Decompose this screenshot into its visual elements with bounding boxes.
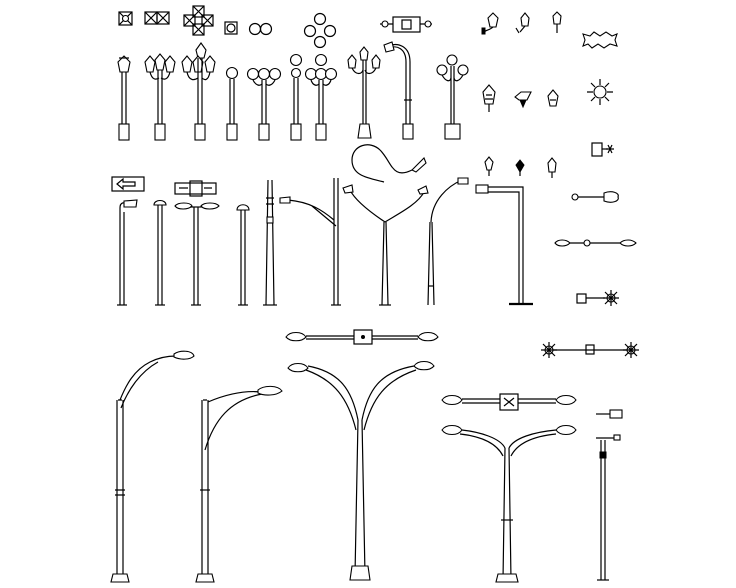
bracket-head-small — [596, 409, 623, 419]
wall-lantern-2 — [515, 12, 530, 34]
small-bracket-lights — [596, 409, 623, 581]
hanging-lantern-3 — [547, 89, 559, 107]
short-arm-pole — [117, 199, 138, 306]
small-lantern-1 — [484, 156, 494, 176]
street-light-poles — [111, 144, 533, 306]
small-lantern-2 — [515, 159, 525, 176]
twin-luminaire-group — [441, 393, 577, 583]
dual-head-plan-top — [285, 329, 439, 345]
box-with-circle-plan-symbol — [224, 21, 238, 35]
curved-arm-pole-right — [427, 177, 469, 306]
curved-arm-post — [383, 41, 414, 140]
triple-lantern-post — [144, 53, 176, 141]
cap-pole — [236, 204, 250, 306]
twin-arm-highway-pole — [441, 424, 577, 583]
gallows-pole — [475, 184, 533, 306]
bracket-arm-highway-pole — [195, 385, 283, 583]
thin-bracket-pole — [596, 434, 621, 581]
twin-head-pole — [174, 202, 220, 306]
double-globe-plan-symbol — [248, 22, 273, 36]
multi-globe-post — [304, 53, 338, 141]
starburst-symbols — [582, 31, 618, 157]
quad-globe-plan-symbol — [303, 12, 337, 49]
tapered-mast — [263, 179, 277, 306]
twin-starburst-plan — [541, 342, 639, 358]
diagonal-arm-pole — [279, 178, 341, 306]
wall-lantern-3 — [552, 11, 562, 33]
top-mount-pole — [153, 199, 167, 306]
plaque-plan-symbol — [380, 16, 432, 33]
hanging-lantern-1 — [482, 84, 496, 112]
cross-square-plan-symbol — [183, 5, 214, 36]
wall-lantern-1 — [481, 12, 499, 35]
wall-lanterns — [481, 11, 562, 178]
single-arm-plan — [571, 191, 619, 203]
dual-arm-highway-lights — [110, 329, 439, 583]
small-lantern-3 — [547, 157, 557, 178]
ornamental-lamp-posts — [117, 41, 469, 141]
scroll-lantern-post — [347, 46, 381, 139]
twin-arm-plan — [554, 239, 637, 247]
plan-symbols — [118, 5, 432, 49]
dual-head-plan-right — [441, 393, 577, 411]
triple-globe-post — [246, 67, 282, 141]
double-bracket-symbol — [174, 180, 217, 197]
twin-globe-post — [436, 54, 469, 140]
plan-view-luminaires — [541, 191, 639, 358]
double-square-plan-symbol — [144, 11, 170, 25]
single-lantern-post — [117, 55, 131, 141]
quad-lantern-post — [181, 42, 216, 141]
single-globe-post — [225, 66, 239, 141]
y-arm-highway-pole — [287, 360, 435, 581]
spiky-plan-symbol — [582, 31, 618, 49]
bracket-arm-plan — [576, 290, 619, 306]
hanging-lantern-2 — [514, 91, 532, 109]
arrow-sign — [111, 176, 145, 192]
single-arm-highway-pole — [110, 350, 195, 583]
wall-bracket-symbol — [591, 142, 614, 157]
tall-globe-post — [289, 53, 303, 141]
single-square-plan-symbol — [118, 11, 133, 26]
loop-arm-pole — [342, 144, 429, 306]
starburst-lamp-symbol — [587, 79, 613, 105]
